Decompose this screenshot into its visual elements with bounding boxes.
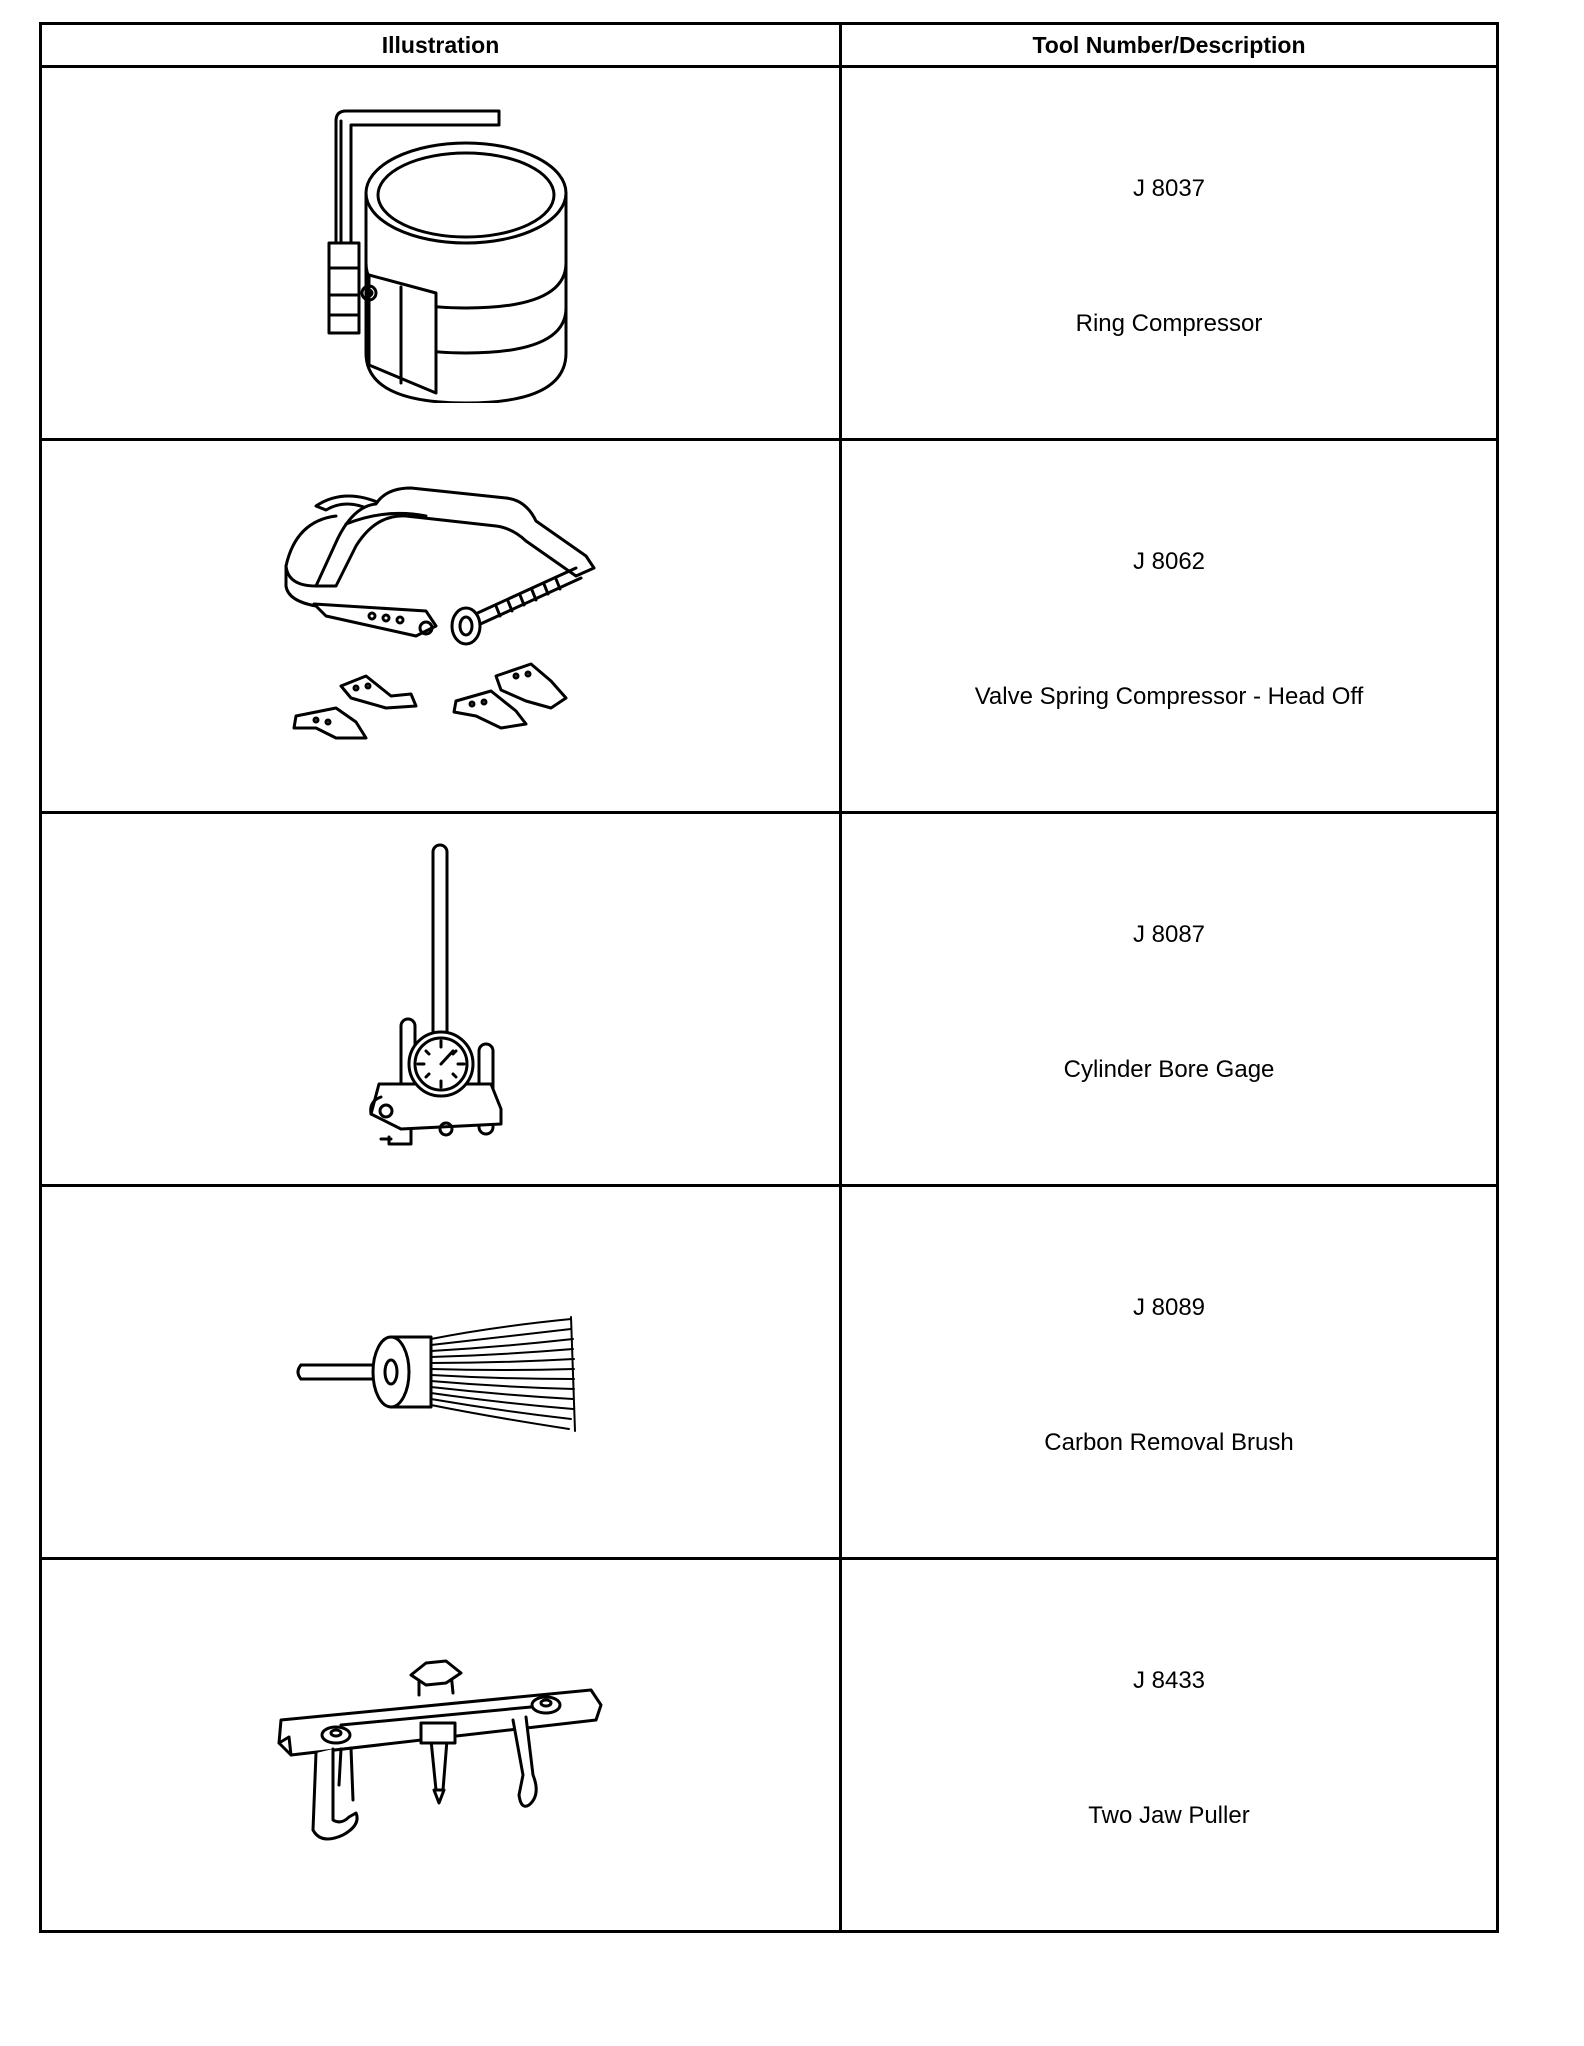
description-cell: J 8037 Ring Compressor <box>839 65 1499 441</box>
description-cell: J 8087 Cylinder Bore Gage <box>839 811 1499 1187</box>
table-row: J 8037 Ring Compressor <box>39 65 1499 441</box>
description-cell: J 8089 Carbon Removal Brush <box>839 1184 1499 1560</box>
table-header-row: Illustration Tool Number/Description <box>39 22 1499 68</box>
tool-description: Ring Compressor <box>1075 310 1263 337</box>
illustration-cell <box>39 438 842 814</box>
table-row: J 8433 Two Jaw Puller <box>39 1557 1499 1933</box>
tool-number: J 8037 <box>1132 175 1206 202</box>
ring-compressor-icon <box>327 109 567 403</box>
tool-description: Carbon Removal Brush <box>1044 1429 1294 1456</box>
carbon-removal-brush-icon <box>296 1316 576 1432</box>
tool-number: J 8433 <box>1132 1667 1206 1694</box>
table-row: J 8089 Carbon Removal Brush <box>39 1184 1499 1560</box>
header-tool-number-description: Tool Number/Description <box>839 22 1499 68</box>
tool-description: Two Jaw Puller <box>1088 1802 1250 1829</box>
illustration-cell <box>39 65 842 441</box>
special-tools-table: Illustration Tool Number/Description <box>39 22 1499 1933</box>
illustration-cell <box>39 1557 842 1933</box>
two-jaw-puller-icon <box>277 1659 602 1841</box>
cylinder-bore-gage-icon <box>368 843 502 1146</box>
tool-number: J 8087 <box>1132 921 1206 948</box>
illustration-cell <box>39 1184 842 1560</box>
tool-description: Valve Spring Compressor - Head Off <box>974 683 1364 710</box>
tool-description: Cylinder Bore Gage <box>1063 1056 1275 1083</box>
description-cell: J 8433 Two Jaw Puller <box>839 1557 1499 1933</box>
valve-spring-compressor-icon <box>284 486 595 740</box>
tool-number: J 8062 <box>1132 548 1206 575</box>
table-row: J 8062 Valve Spring Compressor - Head Of… <box>39 438 1499 814</box>
illustration-cell <box>39 811 842 1187</box>
description-cell: J 8062 Valve Spring Compressor - Head Of… <box>839 438 1499 814</box>
table-row: J 8087 Cylinder Bore Gage <box>39 811 1499 1187</box>
tool-number: J 8089 <box>1132 1294 1206 1321</box>
header-illustration: Illustration <box>39 22 842 68</box>
